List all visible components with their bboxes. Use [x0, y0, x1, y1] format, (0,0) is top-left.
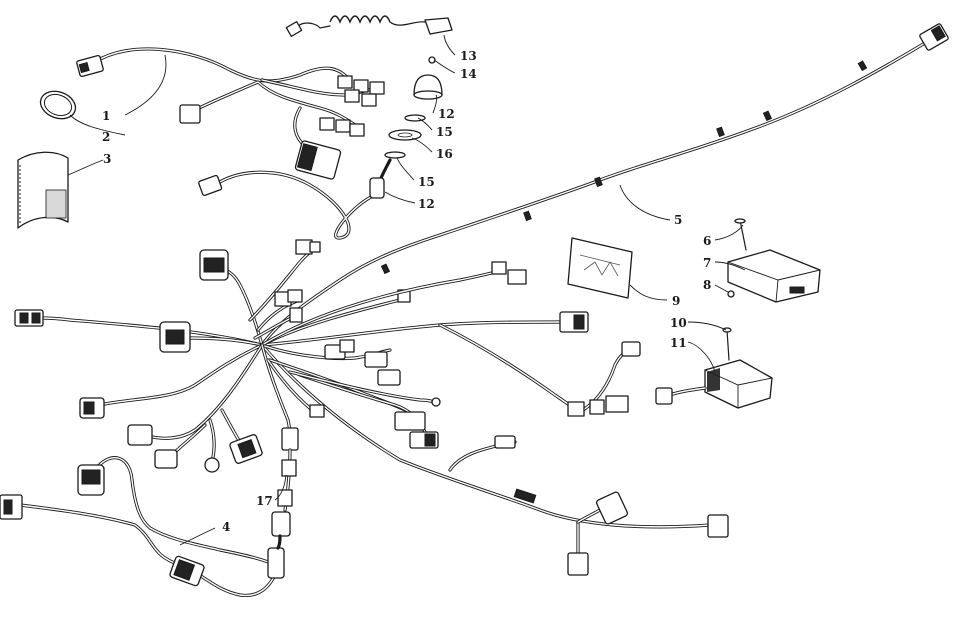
switch-cord-parts-12-16 — [285, 15, 453, 199]
connector-icon — [567, 401, 585, 417]
terminal-icon — [335, 119, 351, 133]
callout-15-upper: 15 — [436, 125, 453, 139]
label-decal-icon — [567, 237, 633, 299]
callout-12-upper: 12 — [438, 107, 455, 121]
connector-icon — [339, 339, 355, 353]
connector-icon — [377, 369, 401, 386]
callout-4: 4 — [222, 520, 230, 534]
callout-17: 17 — [256, 494, 273, 508]
switch-body-icon — [369, 177, 385, 199]
sub-harness-part-1 — [76, 47, 385, 240]
connector-icon — [589, 399, 605, 415]
regulator-parts-10-11 — [655, 327, 773, 409]
connector-icon — [567, 552, 589, 576]
leader-lines — [67, 34, 746, 546]
ring-terminal-icon — [431, 397, 441, 407]
main-harness-part-5 — [14, 23, 949, 576]
connector-icon — [289, 307, 303, 323]
terminal-icon — [349, 123, 365, 137]
inline-cable-part-17 — [271, 448, 297, 550]
regulator-icon — [704, 359, 773, 409]
callout-15-lower: 15 — [418, 175, 435, 189]
callout-3: 3 — [103, 152, 111, 166]
clamp-part-2 — [39, 90, 77, 120]
callout-11: 11 — [670, 336, 687, 350]
connector-icon — [281, 459, 297, 477]
connector-icon — [277, 489, 293, 507]
callout-9: 9 — [672, 294, 680, 308]
connector-icon — [309, 241, 321, 253]
callout-7: 7 — [703, 256, 711, 270]
screw-icon — [722, 327, 732, 333]
lower-harness-part-4 — [0, 456, 285, 598]
callout-13: 13 — [460, 49, 477, 63]
callout-16: 16 — [436, 147, 453, 161]
connector-icon — [605, 395, 629, 413]
connector-icon — [267, 547, 285, 579]
connector-icon — [707, 514, 729, 538]
callout-6: 6 — [703, 234, 711, 248]
callout-14: 14 — [460, 67, 477, 81]
callout-1: 1 — [102, 109, 110, 123]
terminal-icon — [369, 81, 385, 95]
connector-icon — [364, 351, 388, 368]
terminal-icon — [361, 93, 377, 107]
connector-icon — [154, 449, 178, 469]
connector-icon — [127, 424, 153, 446]
connector-icon — [595, 491, 629, 525]
terminal-icon — [319, 117, 335, 131]
callout-10: 10 — [670, 316, 687, 330]
connector-icon — [179, 104, 201, 124]
callout-8: 8 — [703, 278, 711, 292]
wrap-sleeve-part-3 — [17, 151, 69, 229]
callout-12-lower: 12 — [418, 197, 435, 211]
module-icon — [727, 249, 821, 303]
boot-icon — [413, 74, 443, 96]
terminal-icon — [337, 75, 353, 89]
connector-icon — [309, 404, 325, 418]
connector-icon — [494, 435, 516, 449]
callout-labels: 1 2 3 4 5 6 7 8 9 10 11 12 12 13 14 15 1… — [102, 49, 711, 534]
connector-icon — [287, 289, 303, 303]
module-parts-6-9 — [567, 218, 821, 303]
connector-icon — [204, 457, 220, 473]
connector-icon — [491, 261, 507, 275]
terminal-icon — [344, 89, 360, 103]
connector-icon — [281, 427, 299, 451]
terminal-icon — [353, 79, 369, 93]
nut-icon — [727, 290, 735, 298]
connector-icon — [271, 511, 291, 537]
callout-2: 2 — [102, 130, 110, 144]
connector-icon — [507, 269, 527, 285]
connector-icon — [621, 341, 641, 357]
tether-switch-icon — [424, 17, 453, 35]
nut-icon — [428, 56, 436, 64]
callout-5: 5 — [674, 213, 682, 227]
screw-icon — [734, 218, 746, 224]
connector-icon — [198, 174, 223, 197]
connector-icon — [655, 387, 673, 405]
connector-icon — [394, 411, 426, 431]
